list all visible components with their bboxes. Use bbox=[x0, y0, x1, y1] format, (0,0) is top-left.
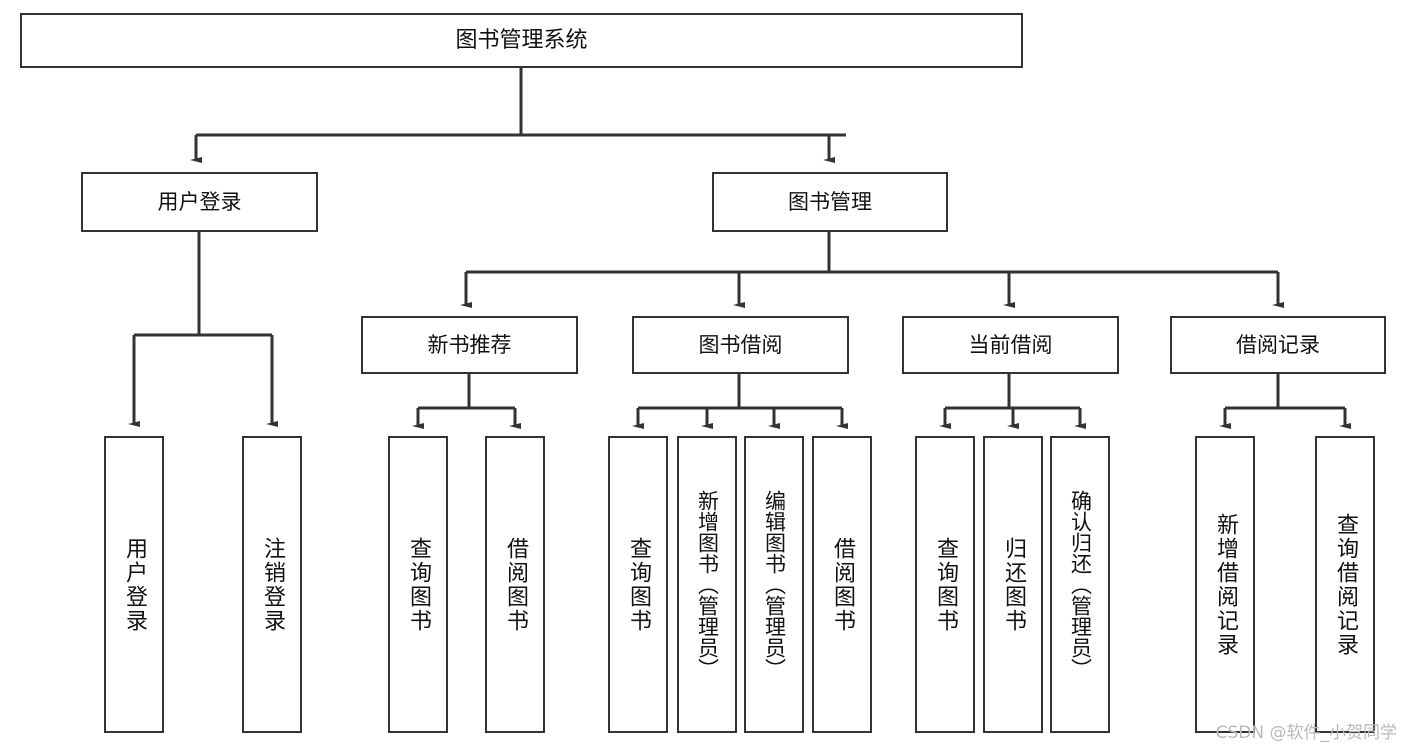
node-label: 编辑图书（管理员） bbox=[762, 490, 787, 679]
node-label: 当前借阅 bbox=[968, 332, 1053, 357]
watermark-text: CSDN @软件_小贺同学 bbox=[1215, 723, 1397, 743]
node-label: 新增图书（管理员） bbox=[695, 490, 720, 679]
node-user-login[interactable]: 用户登录 bbox=[81, 172, 318, 232]
node-new-book-recommend[interactable]: 新书推荐 bbox=[361, 316, 578, 374]
node-label: 查询借阅记录 bbox=[1333, 512, 1358, 657]
node-book-borrow[interactable]: 图书借阅 bbox=[632, 316, 849, 374]
node-label: 借阅图书 bbox=[503, 536, 528, 633]
leaf-book-borrow-borrow-book[interactable]: 借阅图书 bbox=[812, 436, 872, 733]
leaf-new-book-borrow-book[interactable]: 借阅图书 bbox=[485, 436, 545, 733]
node-label: 确认归还（管理员） bbox=[1068, 490, 1093, 679]
leaf-user-login-login[interactable]: 用户登录 bbox=[104, 436, 164, 733]
node-label: 图书管理系统 bbox=[455, 27, 588, 53]
node-label: 新书推荐 bbox=[427, 332, 512, 357]
node-root-system[interactable]: 图书管理系统 bbox=[20, 13, 1023, 68]
node-label: 注销登录 bbox=[260, 536, 285, 633]
leaf-book-borrow-query-book[interactable]: 查询图书 bbox=[608, 436, 668, 733]
leaf-user-login-logout[interactable]: 注销登录 bbox=[242, 436, 302, 733]
leaf-current-borrow-confirm-return-admin[interactable]: 确认归还（管理员） bbox=[1050, 436, 1110, 733]
leaf-current-borrow-return-book[interactable]: 归还图书 bbox=[983, 436, 1043, 733]
node-label: 用户登录 bbox=[122, 536, 147, 633]
leaf-borrow-record-add-record[interactable]: 新增借阅记录 bbox=[1195, 436, 1255, 733]
node-label: 用户登录 bbox=[157, 189, 242, 214]
node-label: 查询图书 bbox=[406, 536, 431, 633]
node-label: 借阅记录 bbox=[1236, 332, 1320, 357]
leaf-current-borrow-query-book[interactable]: 查询图书 bbox=[915, 436, 975, 733]
leaf-new-book-query-book[interactable]: 查询图书 bbox=[388, 436, 448, 733]
node-label: 查询图书 bbox=[933, 536, 958, 633]
node-label: 查询图书 bbox=[626, 536, 651, 633]
node-label: 图书管理 bbox=[788, 189, 872, 214]
node-current-borrow[interactable]: 当前借阅 bbox=[902, 316, 1119, 374]
node-label: 归还图书 bbox=[1001, 536, 1026, 633]
node-label: 借阅图书 bbox=[830, 536, 855, 633]
node-book-manage[interactable]: 图书管理 bbox=[712, 172, 948, 232]
leaf-borrow-record-query-record[interactable]: 查询借阅记录 bbox=[1315, 436, 1375, 733]
node-label: 新增借阅记录 bbox=[1213, 512, 1238, 657]
leaf-book-borrow-edit-book-admin[interactable]: 编辑图书（管理员） bbox=[744, 436, 804, 733]
node-borrow-record[interactable]: 借阅记录 bbox=[1170, 316, 1386, 374]
leaf-book-borrow-add-book-admin[interactable]: 新增图书（管理员） bbox=[677, 436, 737, 733]
node-label: 图书借阅 bbox=[698, 332, 783, 357]
